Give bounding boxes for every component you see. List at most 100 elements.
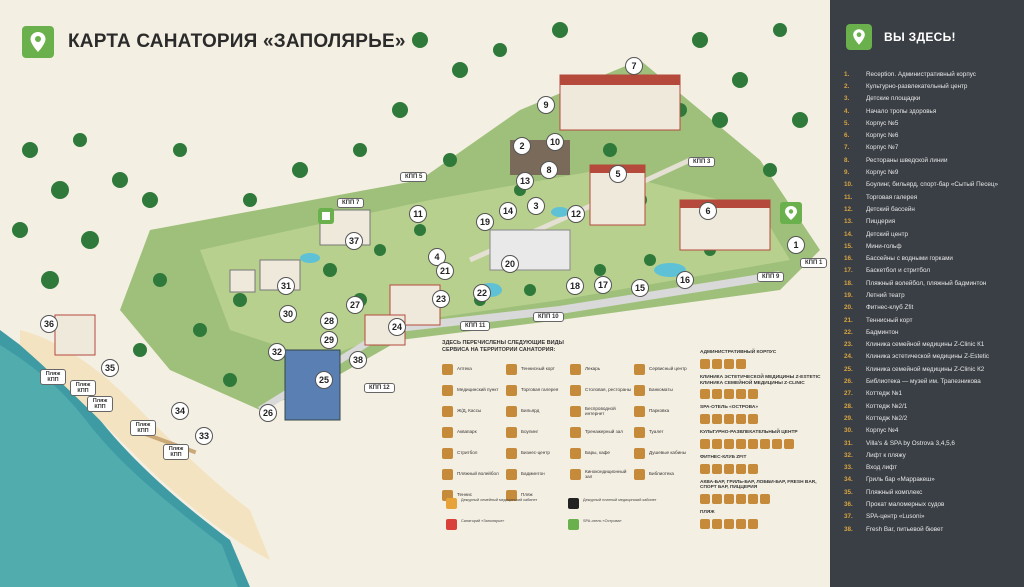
location-label: Бассейны с водными горками bbox=[866, 255, 953, 263]
location-item[interactable]: 38.Fresh Bar, питьевой бювет bbox=[844, 523, 1018, 535]
checkpoint-5: КПП 5 bbox=[400, 172, 428, 182]
marker-1[interactable]: 1 bbox=[787, 236, 805, 254]
group-service-icon bbox=[724, 463, 734, 474]
marker-33[interactable]: 33 bbox=[195, 427, 213, 445]
marker-34[interactable]: 34 bbox=[171, 402, 189, 420]
marker-8[interactable]: 8 bbox=[540, 161, 558, 179]
location-item[interactable]: 29.Коттедж №2/2 bbox=[844, 412, 1018, 424]
location-item[interactable]: 32.Лифт к пляжу bbox=[844, 449, 1018, 461]
location-item[interactable]: 5.Корпус №5 bbox=[844, 117, 1018, 129]
location-item[interactable]: 26.Библиотека — музей им. Трапезникова bbox=[844, 375, 1018, 387]
service-label: Аквапарк bbox=[457, 429, 477, 435]
service-item: Стритбол bbox=[442, 444, 504, 462]
location-pin-icon bbox=[846, 24, 872, 50]
marker-10[interactable]: 10 bbox=[546, 133, 564, 151]
marker-14[interactable]: 14 bbox=[499, 202, 517, 220]
location-item[interactable]: 4.Начало тропы здоровья bbox=[844, 105, 1018, 117]
location-item[interactable]: 31.Villa's & SPA by Ostrova 3,4,5,6 bbox=[844, 437, 1018, 449]
location-item[interactable]: 6.Корпус №6 bbox=[844, 129, 1018, 141]
marker-7[interactable]: 7 bbox=[625, 57, 643, 75]
marker-3[interactable]: 3 bbox=[527, 197, 545, 215]
location-item[interactable]: 9.Корпус №9 bbox=[844, 166, 1018, 178]
service-label: Стритбол bbox=[457, 450, 478, 456]
location-item[interactable]: 30.Корпус №4 bbox=[844, 425, 1018, 437]
location-item[interactable]: 19.Летний театр bbox=[844, 289, 1018, 301]
marker-11[interactable]: 11 bbox=[409, 205, 427, 223]
marker-17[interactable]: 17 bbox=[594, 276, 612, 294]
location-item[interactable]: 16. Бассейны с водными горками bbox=[844, 252, 1018, 264]
location-item[interactable]: 8.Рестораны шведской линии bbox=[844, 154, 1018, 166]
group-service-icon bbox=[712, 389, 722, 400]
marker-30[interactable]: 30 bbox=[279, 305, 297, 323]
marker-6[interactable]: 6 bbox=[699, 202, 717, 220]
marker-15[interactable]: 15 bbox=[631, 279, 649, 297]
location-item[interactable]: 17.Баскетбол и стритбол bbox=[844, 265, 1018, 277]
location-number: 29. bbox=[844, 414, 853, 422]
location-item[interactable]: 24.Клиника эстетической медицины Z-Estet… bbox=[844, 351, 1018, 363]
location-item[interactable]: 22.Бадминтон bbox=[844, 326, 1018, 338]
marker-38[interactable]: 38 bbox=[349, 351, 367, 369]
marker-20[interactable]: 20 bbox=[501, 255, 519, 273]
marker-26[interactable]: 26 bbox=[259, 404, 277, 422]
contact-icon bbox=[568, 498, 579, 509]
service-item: Аквапарк bbox=[442, 423, 504, 441]
location-item[interactable]: 1.Reception. Административный корпус bbox=[844, 68, 1018, 80]
contact-item: Санаторий «Заполярье» bbox=[446, 519, 568, 530]
marker-35[interactable]: 35 bbox=[101, 359, 119, 377]
marker-27[interactable]: 27 bbox=[346, 296, 364, 314]
marker-12[interactable]: 12 bbox=[567, 205, 585, 223]
marker-5[interactable]: 5 bbox=[609, 165, 627, 183]
location-item[interactable]: 7.Корпус №7 bbox=[844, 142, 1018, 154]
service-item: Аптека bbox=[442, 360, 504, 378]
marker-4[interactable]: 4 bbox=[428, 248, 446, 266]
location-item[interactable]: 14.Детский центр bbox=[844, 228, 1018, 240]
marker-16[interactable]: 16 bbox=[676, 271, 694, 289]
location-item[interactable]: 21.Теннисный корт bbox=[844, 314, 1018, 326]
location-item[interactable]: 27.Коттедж №1 bbox=[844, 388, 1018, 400]
location-item[interactable]: 18.Пляжный волейбол, пляжный бадминтон bbox=[844, 277, 1018, 289]
marker-28[interactable]: 28 bbox=[320, 312, 338, 330]
map-artwork bbox=[0, 22, 820, 587]
sanatorium-map[interactable]: 1 2 3 4 5 6 7 8 9 10 11 12 13 14 15 16 1… bbox=[0, 0, 830, 587]
location-item[interactable]: 2.Культурно-развлекательный центр bbox=[844, 80, 1018, 92]
location-item[interactable]: 34.Гриль бар «Марракеш» bbox=[844, 474, 1018, 486]
service-label: Столовая, рестораны bbox=[585, 387, 632, 393]
location-label: Летний театр bbox=[866, 291, 905, 299]
marker-36[interactable]: 36 bbox=[40, 315, 58, 333]
marker-2[interactable]: 2 bbox=[513, 137, 531, 155]
marker-32[interactable]: 32 bbox=[268, 343, 286, 361]
location-item[interactable]: 25.Клиника семейной медицины Z-Clinic К2 bbox=[844, 363, 1018, 375]
location-item[interactable]: 28.Коттедж №2/1 bbox=[844, 400, 1018, 412]
location-item[interactable]: 23.Клиника семейной медицины Z-Clinic К1 bbox=[844, 339, 1018, 351]
location-item[interactable]: 15.Мини-гольф bbox=[844, 240, 1018, 252]
service-icon bbox=[634, 363, 645, 375]
marker-21[interactable]: 21 bbox=[436, 262, 454, 280]
location-item[interactable]: 13.Пиццерия bbox=[844, 216, 1018, 228]
location-item[interactable]: 36.Прокат маломерных судов bbox=[844, 498, 1018, 510]
marker-19[interactable]: 19 bbox=[476, 213, 494, 231]
group-icons bbox=[700, 358, 830, 369]
location-item[interactable]: 37.SPA-центр «Lusoni» bbox=[844, 511, 1018, 523]
marker-18[interactable]: 18 bbox=[566, 277, 584, 295]
location-item[interactable]: 20.Фитнес-клуб Zfit bbox=[844, 302, 1018, 314]
marker-31[interactable]: 31 bbox=[277, 277, 295, 295]
location-item[interactable]: 35.Пляжный комплекс bbox=[844, 486, 1018, 498]
group-service-icon bbox=[736, 389, 746, 400]
location-item[interactable]: 10.Боулинг, бильярд, спорт-бар «Сытый Пе… bbox=[844, 179, 1018, 191]
location-item[interactable]: 11.Торговая галерея bbox=[844, 191, 1018, 203]
location-item[interactable]: 3.Детские площадки bbox=[844, 93, 1018, 105]
group-service-icon bbox=[700, 414, 710, 424]
marker-24[interactable]: 24 bbox=[388, 318, 406, 336]
location-number: 16. bbox=[844, 255, 853, 263]
location-item[interactable]: 33.Вход лифт bbox=[844, 462, 1018, 474]
marker-29[interactable]: 29 bbox=[320, 331, 338, 349]
marker-23[interactable]: 23 bbox=[432, 290, 450, 308]
group-service-icon bbox=[772, 438, 782, 449]
marker-22[interactable]: 22 bbox=[473, 284, 491, 302]
marker-9[interactable]: 9 bbox=[537, 96, 555, 114]
service-group: АДМИНИСТРАТИВНЫЙ КОРПУС bbox=[700, 350, 830, 369]
marker-37[interactable]: 37 bbox=[345, 232, 363, 250]
marker-25[interactable]: 25 bbox=[315, 371, 333, 389]
location-item[interactable]: 12.Детский бассейн bbox=[844, 203, 1018, 215]
marker-13[interactable]: 13 bbox=[516, 172, 534, 190]
